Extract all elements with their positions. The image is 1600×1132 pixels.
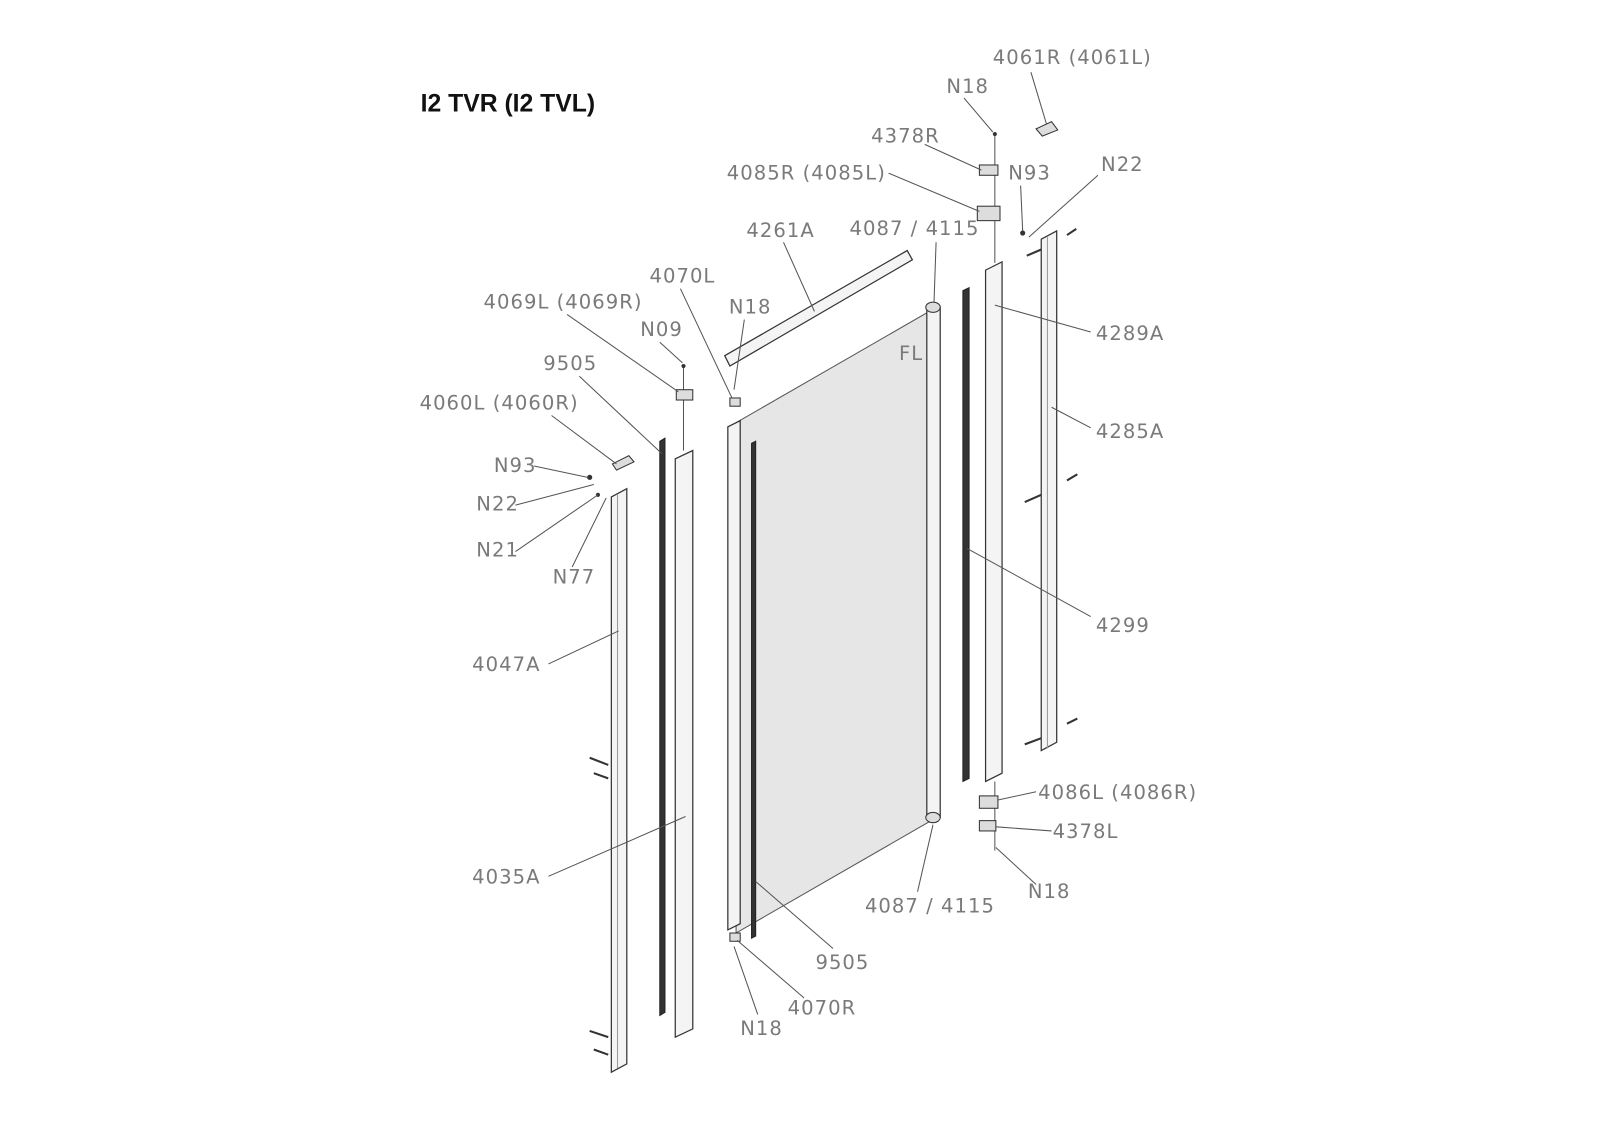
label-n77: N77: [553, 566, 596, 589]
part-4070R: [729, 932, 741, 942]
label-9505-bottom: 9505: [815, 951, 869, 974]
profile-4047A: [610, 487, 628, 1074]
label-n93-right: N93: [1008, 161, 1051, 184]
part-4378R: [978, 164, 999, 176]
label-4289A: 4289A: [1096, 322, 1164, 345]
label-4261A: 4261A: [746, 219, 814, 242]
diagram-title: I2 TVR (I2 TVL): [421, 90, 596, 117]
roller-post: [926, 306, 941, 819]
label-4378L: 4378L: [1053, 820, 1119, 843]
label-4070R: 4070R: [788, 996, 857, 1019]
seal-4299: [962, 286, 970, 783]
label-4060L: 4060L (4060R): [420, 391, 579, 414]
label-n21: N21: [476, 539, 519, 562]
label-n18-left: N18: [729, 295, 772, 318]
panel-frame-left: [727, 419, 741, 931]
roller-bottom-4087: [925, 811, 941, 824]
parts: [587, 121, 1078, 1074]
label-9505-top: 9505: [543, 352, 597, 375]
screw-n09: [681, 363, 686, 369]
label-4285A: 4285A: [1096, 420, 1164, 443]
screw-n93-right: [1020, 230, 1026, 236]
part-4070L: [729, 397, 741, 407]
label-n93-left: N93: [494, 454, 537, 477]
profile-4285A: [1040, 229, 1058, 752]
label-4061R: 4061R (4061L): [993, 46, 1152, 69]
roller-top-4087: [925, 301, 941, 313]
profile-4035A: [674, 449, 694, 1039]
label-4047A: 4047A: [472, 653, 540, 676]
label-4378R: 4378R: [871, 124, 940, 147]
label-4087-bottom: 4087 / 4115: [865, 894, 995, 917]
label-4085R: 4085R (4085L): [727, 161, 886, 184]
cap-4060L: [611, 455, 635, 471]
label-n18-top: N18: [946, 75, 989, 98]
part-4086L: [978, 795, 999, 809]
label-4086L: 4086L (4086R): [1038, 781, 1197, 804]
part-labels: 4061R (4061L) N18 4378R 4085R (4085L) N9…: [420, 46, 1197, 1040]
glass-panel: [735, 308, 934, 934]
part-4085R: [976, 205, 1001, 222]
label-4299: 4299: [1096, 614, 1150, 637]
part-4378L: [978, 820, 997, 832]
rail-4261A: [723, 249, 914, 367]
label-n18-bottom-right: N18: [1028, 880, 1071, 903]
cap-4061R: [1035, 121, 1059, 137]
screw-set: [589, 228, 1078, 1056]
label-4087-top: 4087 / 4115: [849, 217, 979, 240]
label-n22-right: N22: [1101, 153, 1144, 176]
screw-n18-top: [992, 131, 997, 137]
profile-4289A: [984, 260, 1003, 783]
part-4069L: [675, 389, 694, 401]
screw-n93-left: [587, 474, 593, 480]
label-4069L: 4069L (4069R): [484, 290, 643, 313]
gasket-9505-left: [659, 437, 666, 1017]
label-fl: FL: [899, 342, 923, 365]
label-4035A: 4035A: [472, 866, 540, 889]
gasket-9505-right: [751, 440, 757, 939]
label-n09: N09: [640, 318, 683, 341]
label-4070L: 4070L: [649, 264, 715, 287]
leader-lines: [515, 72, 1099, 1015]
label-n22-left: N22: [476, 492, 519, 515]
label-n18-bottom-left: N18: [740, 1017, 783, 1040]
